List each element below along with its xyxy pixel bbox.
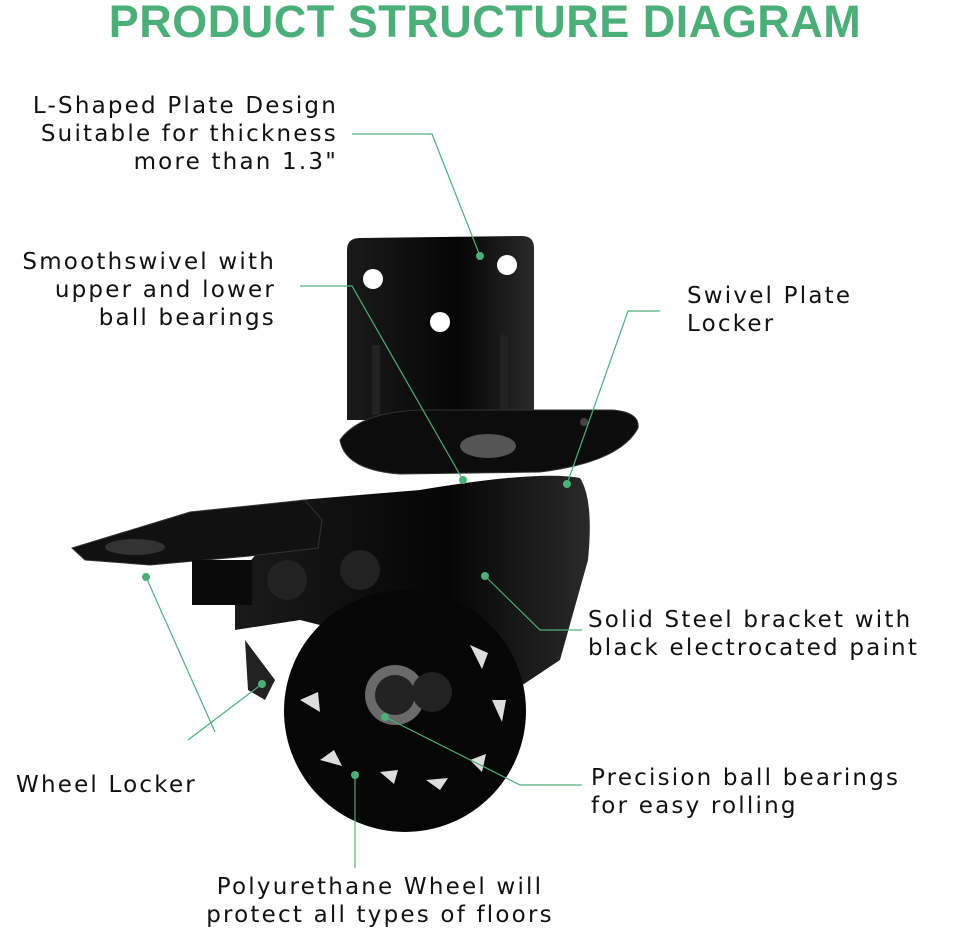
callout-line: Solid Steel bracket with xyxy=(588,607,913,633)
callout-swivel: Smoothswivel with upper and lower ball b… xyxy=(22,248,276,332)
callout-plate-locker: Swivel Plate Locker xyxy=(687,282,852,338)
callout-line: ball bearings xyxy=(98,305,276,331)
callout-line: protect all types of floors xyxy=(206,902,554,928)
callout-line: upper and lower xyxy=(54,277,276,303)
callout-line: Precision ball bearings xyxy=(591,765,901,791)
callout-line: black electrocated paint xyxy=(588,635,920,661)
callout-line: Locker xyxy=(687,311,776,337)
callout-line: for easy rolling xyxy=(591,793,798,819)
leader-lines xyxy=(145,133,660,868)
callout-dots xyxy=(142,252,571,779)
callout-wheel-locker: Wheel Locker xyxy=(16,771,197,799)
callout-bearings: Precision ball bearings for easy rolling xyxy=(591,764,900,820)
callout-l-plate: L-Shaped Plate Design Suitable for thick… xyxy=(33,92,338,176)
callout-line: Suitable for thickness xyxy=(40,121,338,147)
callout-bracket: Solid Steel bracket with black electroca… xyxy=(588,606,919,662)
callout-line: Smoothswivel with xyxy=(22,249,276,275)
page-title: PRODUCT STRUCTURE DIAGRAM xyxy=(108,0,862,47)
callout-line: Wheel Locker xyxy=(16,772,197,798)
callout-line: L-Shaped Plate Design xyxy=(32,93,338,119)
callout-line: more than 1.3" xyxy=(133,149,338,175)
callout-wheel: Polyurethane Wheel will protect all type… xyxy=(180,873,580,929)
callout-line: Polyurethane Wheel will xyxy=(216,874,544,900)
callout-line: Swivel Plate xyxy=(687,283,853,309)
